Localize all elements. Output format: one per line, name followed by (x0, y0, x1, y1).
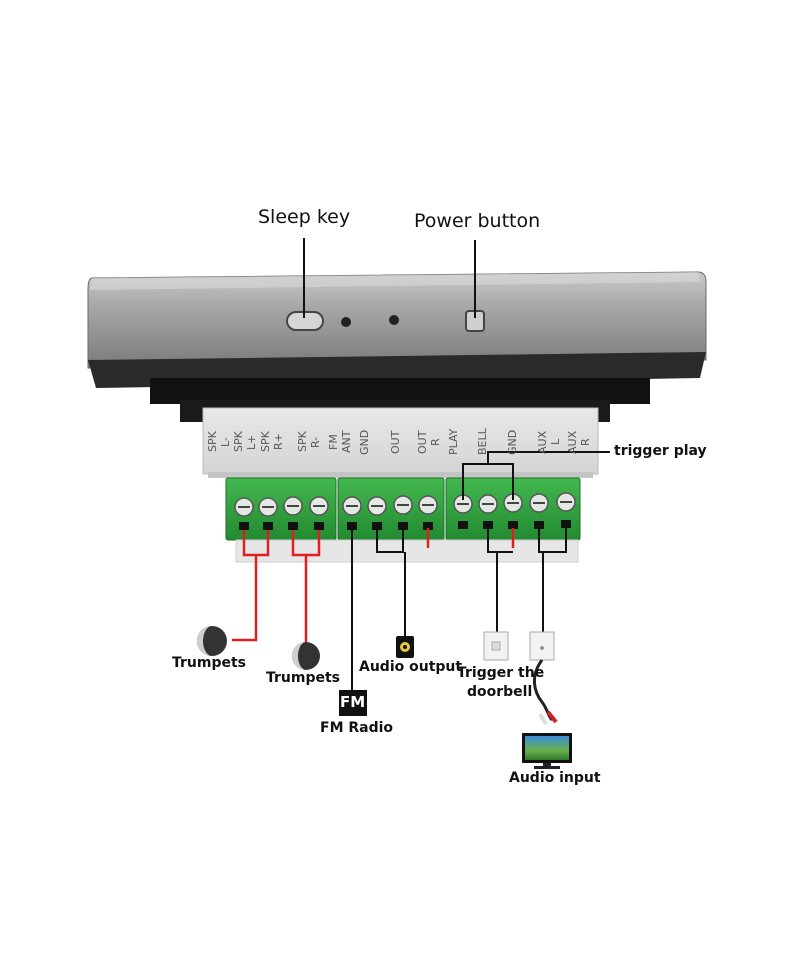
doorbell-switch-icon (483, 631, 509, 661)
terminal-label: BELL (476, 428, 489, 456)
audio-jack-icon (396, 636, 414, 658)
device-panel (87, 271, 707, 422)
trumpets-left-label: Trumpets (172, 655, 247, 671)
speaker-icon-left (197, 626, 227, 656)
terminal-label: PLAY (447, 428, 460, 456)
monitor-icon (522, 733, 572, 769)
speaker-icon-right (292, 642, 320, 670)
terminal-label: GND (358, 429, 371, 455)
terminal-label: GND (506, 429, 519, 455)
indicator-hole-right (389, 315, 399, 325)
indicator-hole-left (341, 317, 351, 327)
sleep-key-label: Sleep key (258, 206, 351, 228)
signal-wires (351, 451, 610, 690)
trumpets-right-label: Trumpets (266, 670, 341, 686)
trigger-doorbell-label-2: doorbell (467, 684, 533, 700)
power-button-label: Power button (414, 210, 541, 232)
speaker-wires (232, 528, 515, 642)
fm-icon-label: FM (340, 693, 366, 711)
aux-switch-icon (529, 631, 555, 661)
audio-input-label: Audio input (509, 770, 601, 786)
trigger-play-label: trigger play (614, 443, 707, 459)
terminal-label-strip (202, 407, 599, 478)
fm-radio-label: FM Radio (320, 720, 394, 736)
trigger-doorbell-label-1: Trigger the (457, 665, 545, 681)
fm-icon (339, 690, 367, 716)
rca-cable (533, 659, 558, 726)
terminal-blocks (225, 477, 581, 563)
terminal-label: OUT (389, 430, 402, 454)
audio-output-label: Audio output (359, 659, 463, 675)
